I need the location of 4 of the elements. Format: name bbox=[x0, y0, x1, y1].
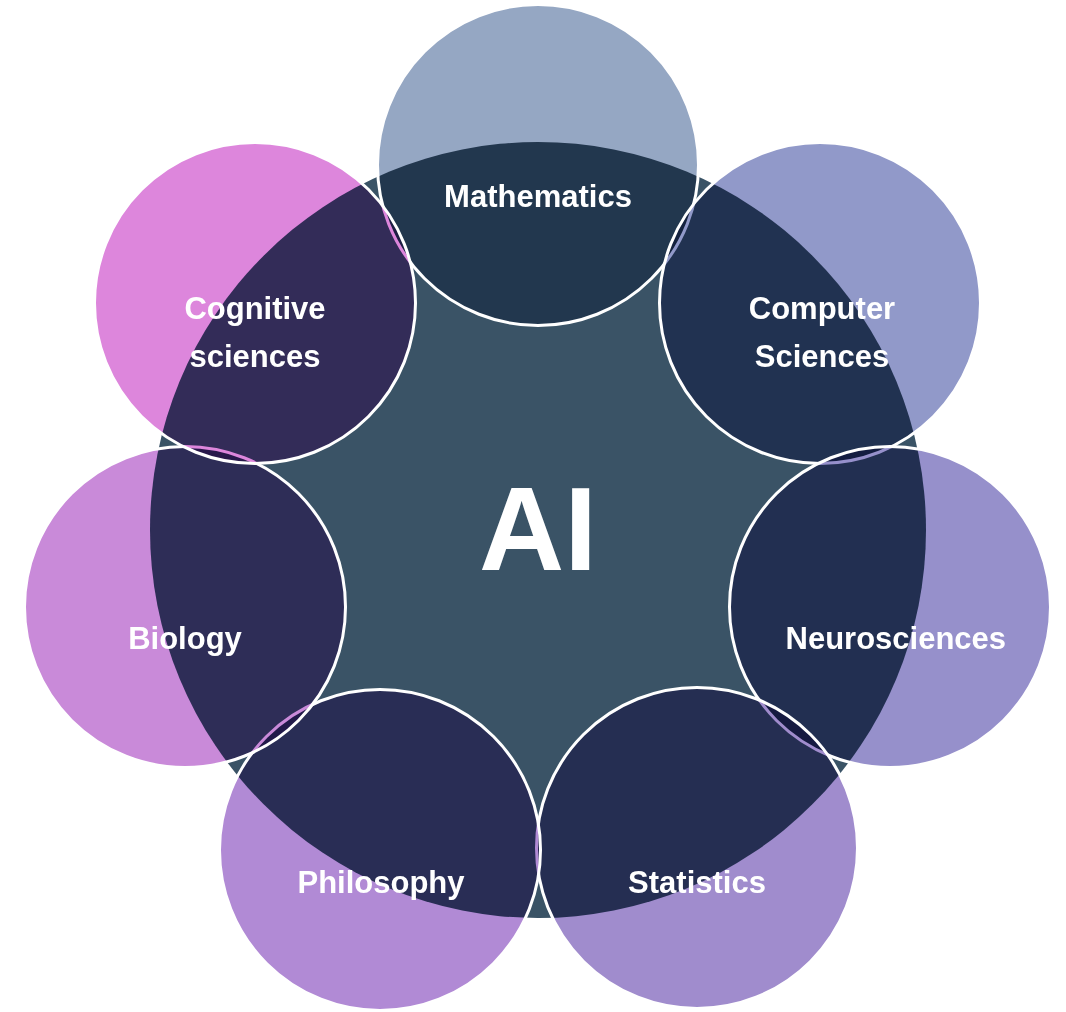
center-title: AI bbox=[478, 465, 598, 595]
topic-label: Computer Sciences bbox=[747, 290, 897, 377]
topic-label: Statistics bbox=[627, 864, 767, 902]
topic-label: Mathematics bbox=[443, 178, 633, 216]
